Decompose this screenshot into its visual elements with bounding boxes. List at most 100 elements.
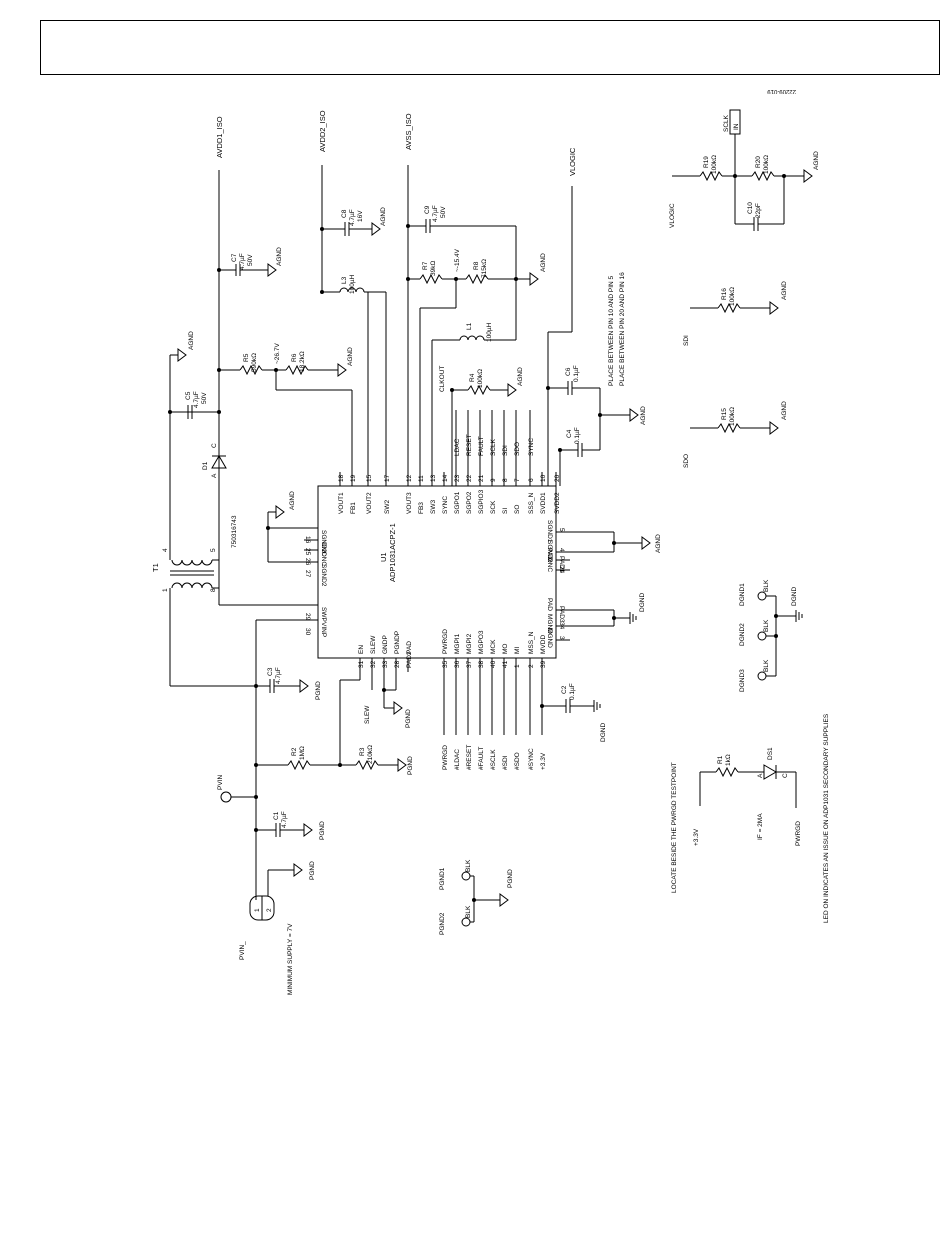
u1-pin-num: PAD2 bbox=[406, 651, 413, 668]
place-note-2: PLACE BETWEEN PIN 20 AND PIN 16 bbox=[619, 272, 626, 386]
pwrgd-led: PWRGD bbox=[795, 821, 802, 846]
min-supply: MINIMUM SUPPLY = 7V bbox=[287, 923, 294, 995]
l3-ref: L3 bbox=[341, 276, 348, 284]
r3-ref: R3 bbox=[359, 747, 366, 756]
u1-pin-name: MGPO3 bbox=[478, 630, 485, 654]
pgnd-c1: PGND bbox=[319, 821, 326, 840]
r2-ref: R2 bbox=[291, 747, 298, 756]
blk-1: BLK bbox=[465, 859, 472, 872]
u1-pin-num: 31 bbox=[358, 660, 365, 668]
avdd2-label: AVDD2_ISO bbox=[318, 110, 327, 152]
c2-val: 0.1µF bbox=[569, 683, 576, 700]
vlogic-r19: VLOGIC bbox=[669, 203, 676, 228]
l1-ref: L1 bbox=[466, 322, 473, 330]
u1-pin-num: 40 bbox=[490, 660, 497, 668]
u1-pin-num: 17 bbox=[384, 474, 391, 482]
top-signal-label: SDI bbox=[502, 445, 509, 456]
u1-pin-name: VOUT1 bbox=[338, 492, 345, 514]
u1-pin-name: SWP bbox=[320, 607, 327, 622]
u1-pin-name: MGPI1 bbox=[454, 633, 461, 654]
agnd-avss: AGND bbox=[540, 253, 547, 272]
c6-val: 0.1µF bbox=[573, 365, 580, 382]
c5-ref: C5 bbox=[185, 391, 192, 400]
c10-val: 22pF bbox=[755, 203, 762, 218]
dgnd-pad3: DGND bbox=[639, 593, 646, 612]
u1-pin-name: PWRGD bbox=[442, 629, 449, 654]
r15-ref: R15 bbox=[721, 408, 728, 420]
blk-2: BLK bbox=[465, 905, 472, 918]
u1-top-pins: 18VOUT119FB115VOUT217SW212VOUT311FB313SW… bbox=[338, 410, 561, 514]
u1-pin-name: MO bbox=[502, 644, 509, 654]
u1-pin-name: DNC bbox=[320, 542, 327, 556]
u1-pin-name: SGND2 bbox=[320, 530, 327, 553]
l1-val: 100µH bbox=[486, 322, 493, 342]
u1-pin-name: SVDD1 bbox=[540, 492, 547, 514]
t1-ref: T1 bbox=[151, 563, 160, 572]
agnd-right: AGND bbox=[655, 534, 662, 553]
r4-ref: R4 bbox=[469, 373, 476, 382]
u1-pin-num: 8 bbox=[502, 478, 509, 482]
u1-pin-name: PAD bbox=[406, 641, 413, 654]
t1-pin4: 4 bbox=[162, 548, 169, 552]
u1-pin-name: MGPI2 bbox=[466, 633, 473, 654]
u1-pin-name: PGNDP bbox=[394, 631, 401, 654]
r15-val: 100kΩ bbox=[729, 407, 736, 426]
blk-d1: BLK bbox=[763, 579, 770, 592]
r1-ref: R1 bbox=[717, 755, 724, 764]
top-signal-label: LDAC bbox=[454, 438, 461, 456]
u1-pin-num: 29 bbox=[304, 613, 311, 621]
u1-pin-num: 30 bbox=[304, 628, 311, 636]
locate-note: LOCATE BESIDE THE PWRGD TESTPOINT bbox=[671, 762, 678, 893]
d1-ref: D1 bbox=[202, 461, 209, 470]
u1-pin-name: GNDP bbox=[382, 635, 389, 654]
bottom-signal-label: #SCLK bbox=[490, 749, 497, 770]
u1-pin-num: 21 bbox=[478, 474, 485, 482]
u1-pin-name: SGPO2 bbox=[466, 491, 473, 514]
u1-pin-name: DNC bbox=[546, 558, 553, 572]
top-signal-label: SCLK bbox=[490, 438, 497, 456]
c7-ref: C7 bbox=[231, 253, 238, 262]
u1-pin-num: 15 bbox=[366, 474, 373, 482]
c7-val: 4.7µF bbox=[239, 253, 246, 270]
u1-pin-name: DNC bbox=[320, 552, 327, 566]
slew-label: SLEW bbox=[364, 705, 371, 724]
agnd-r20: AGND bbox=[813, 151, 820, 170]
u1-pin-num: 5 bbox=[558, 528, 565, 532]
u1-pin-name: PAD bbox=[546, 598, 553, 611]
c8-ref: C8 bbox=[341, 209, 348, 218]
pgnd-tp: PGND bbox=[507, 869, 514, 888]
r4-val: 100kΩ bbox=[477, 369, 484, 388]
bottom-signal-label: #RESET bbox=[466, 745, 473, 770]
u1-ref: U1 bbox=[379, 552, 388, 562]
c9-ref: C9 bbox=[424, 205, 431, 214]
u1-pin-num: 4 bbox=[558, 548, 565, 552]
pvin-conn-label: PVIN_ bbox=[239, 941, 246, 960]
agnd-left: AGND bbox=[289, 491, 296, 510]
u1-pin-name: PAD bbox=[546, 548, 553, 561]
r7-val: 39kΩ bbox=[430, 261, 437, 276]
u1-pin-name: SW2 bbox=[384, 500, 391, 514]
u1-pin-num: 38 bbox=[478, 660, 485, 668]
bottom-signal-label: #SDI bbox=[502, 755, 509, 770]
u1-pin-name: VOUT2 bbox=[366, 492, 373, 514]
u1-pin-name: FB1 bbox=[350, 502, 357, 514]
u1-pin-num: 2 bbox=[528, 664, 535, 668]
u1-part: ADP1031ACPZ-1 bbox=[388, 523, 397, 582]
agnd-c7: AGND bbox=[276, 247, 283, 266]
u1-pin-num: 1 bbox=[514, 664, 521, 668]
avss-label: AVSS_ISO bbox=[404, 113, 413, 150]
c10-ref: C10 bbox=[747, 202, 754, 214]
c3-val: 4.7µF bbox=[275, 667, 282, 684]
u1-pin-name: SI bbox=[502, 508, 509, 514]
blk-d2: BLK bbox=[763, 619, 770, 632]
sclk-label: SCLK bbox=[723, 114, 730, 132]
c4-ref: C4 bbox=[566, 429, 573, 438]
bottom-signal-label: #LDAC bbox=[454, 749, 461, 770]
u1-pin-name: SLEW bbox=[370, 635, 377, 654]
u1-pin-name: VINP bbox=[320, 622, 327, 637]
u1-pin-num: 33 bbox=[382, 660, 389, 668]
u1-pin-name: SYNC bbox=[442, 496, 449, 514]
u1-pin-name: MGND bbox=[546, 614, 553, 634]
c2-ref: C2 bbox=[561, 685, 568, 694]
bottom-signal-label: #FAULT bbox=[478, 747, 485, 770]
